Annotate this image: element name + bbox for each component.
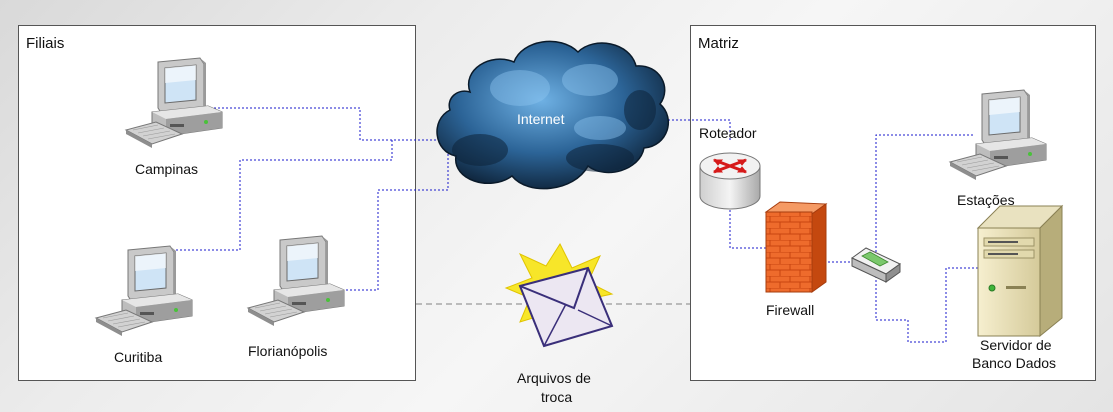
headquarters-title: Matriz: [698, 35, 739, 52]
branches-region: [18, 25, 416, 381]
link-switch-server: [875, 267, 978, 343]
link-switch-workstations: [875, 134, 975, 272]
envelope-icon: [504, 242, 614, 348]
internet-cloud-icon: [436, 40, 670, 190]
exchange-label-line1: Arquivos de: [517, 370, 591, 386]
db-server-label-line1: Servidor de: [980, 337, 1052, 353]
internet-label: Internet: [517, 111, 565, 127]
link-florianopolis-internet: [290, 140, 449, 291]
exchange-label-line2: troca: [541, 389, 572, 405]
curitiba-label: Curitiba: [114, 349, 162, 365]
firewall-brick-icon: [764, 201, 828, 293]
server-tower-icon: [976, 204, 1064, 338]
router-icon: [699, 152, 761, 210]
router-label: Roteador: [699, 125, 757, 141]
network-switch-icon: [851, 247, 901, 283]
campinas-label: Campinas: [135, 161, 198, 177]
db-server-label-line2: Banco Dados: [972, 355, 1056, 371]
branches-title: Filiais: [26, 35, 64, 52]
firewall-label: Firewall: [766, 302, 814, 318]
florianopolis-label: Florianópolis: [248, 343, 327, 359]
workstations-label: Estações: [957, 192, 1015, 208]
link-router-firewall: [729, 210, 768, 249]
